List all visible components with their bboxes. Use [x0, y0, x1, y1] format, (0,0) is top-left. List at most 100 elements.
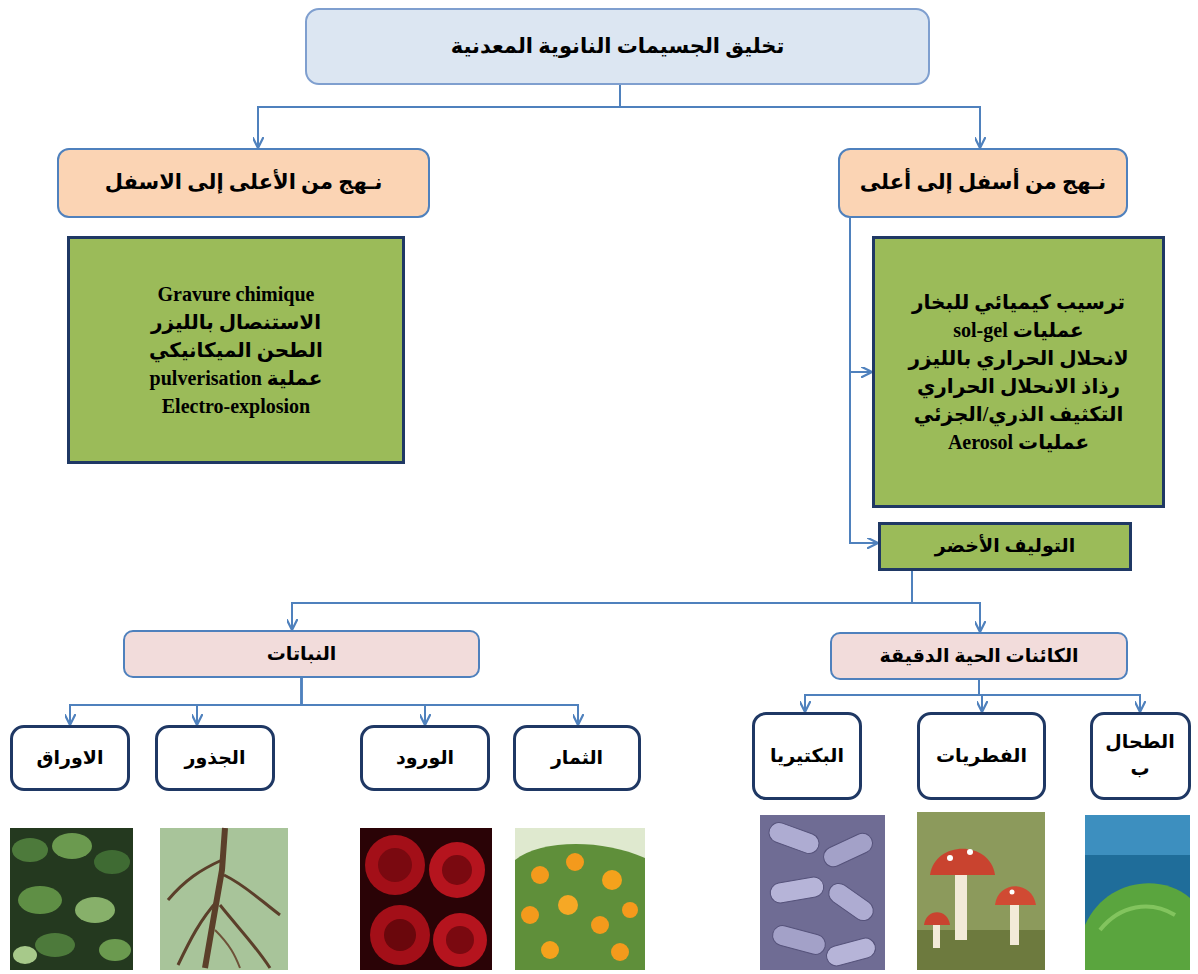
- node-label: عمليات Aerosol: [948, 428, 1089, 456]
- photo-ground: [760, 815, 885, 970]
- cap-spot: [947, 855, 953, 861]
- mushroom-cap: [924, 912, 950, 925]
- leaf: [75, 897, 115, 923]
- rose: [442, 855, 472, 885]
- node-label: الطحال ب: [1103, 729, 1178, 782]
- node-label: النباتات: [267, 641, 337, 668]
- algae-strand: [1100, 907, 1175, 930]
- node-label: تخليق الجسيمات النانوية المعدنية: [451, 32, 785, 61]
- root-box: تخليق الجسيمات النانوية المعدنية: [305, 8, 930, 85]
- connector-arrow: [292, 571, 912, 630]
- fruit-photo: [515, 828, 645, 970]
- node-label: الفطريات: [936, 743, 1027, 770]
- root: [178, 900, 218, 965]
- node-label: Gravure chimique: [158, 280, 315, 308]
- approach-box: نـهج من الأعلى إلى الاسفل: [57, 148, 430, 218]
- photo-ground: [917, 812, 1045, 970]
- node-label: نـهج من الأعلى إلى الاسفل: [105, 168, 383, 197]
- node-label: عمليات sol-gel: [953, 316, 1083, 344]
- connector-arrow: [302, 678, 426, 725]
- root: [220, 905, 270, 968]
- node-label: الاوراق: [37, 745, 104, 772]
- orange-fruit: [566, 853, 584, 871]
- leaf: [99, 939, 131, 961]
- node-label: الجذور: [184, 745, 245, 772]
- mushroom-stem: [1010, 900, 1019, 945]
- node-label: رذاذ الانحلال الحراري: [917, 372, 1120, 400]
- node-label: التوليف الأخضر: [935, 533, 1075, 560]
- rose: [384, 919, 416, 951]
- root: [168, 860, 222, 900]
- leaf: [94, 850, 130, 874]
- node-label: Electro-explosion: [162, 392, 311, 420]
- source-box: الفطريات: [917, 712, 1046, 800]
- mushroom-cap: [930, 849, 995, 875]
- approach-box: نـهج من أسفل إلى أعلى: [838, 148, 1128, 218]
- root: [224, 875, 280, 915]
- orange-fruit: [591, 916, 609, 934]
- connector-arrow: [197, 678, 302, 725]
- category-box: النباتات: [123, 630, 480, 678]
- source-box: الثمار: [513, 725, 641, 791]
- connector-arrow: [258, 85, 620, 148]
- rose: [378, 848, 412, 882]
- node-label: الكائنات الحية الدقيقة: [879, 643, 1078, 670]
- connector-arrow: [979, 680, 1140, 712]
- source-box: الطحال ب: [1090, 712, 1191, 800]
- roses-photo: [360, 828, 492, 970]
- node-label: البكتيريا: [770, 743, 844, 770]
- orange-fruit: [558, 895, 578, 915]
- bacterium: [820, 830, 876, 870]
- node-label: الطحن الميكانيكي: [149, 336, 323, 364]
- rose: [365, 835, 425, 895]
- source-box: الورود: [360, 725, 490, 791]
- rose: [370, 905, 430, 965]
- bacterium: [825, 879, 877, 924]
- method-list-box: ترسيب كيميائي للبخارعمليات sol-gelلانحلا…: [872, 236, 1165, 508]
- cap-spot: [1010, 890, 1015, 895]
- orange-fruit: [602, 870, 622, 890]
- node-label: الورود: [396, 745, 454, 772]
- leaf: [12, 838, 48, 862]
- node-label: عملية pulverisation: [150, 364, 323, 392]
- category-box: الكائنات الحية الدقيقة: [830, 632, 1128, 680]
- tree-foliage: [515, 844, 645, 970]
- photo-ground: [10, 828, 133, 970]
- source-box: الاوراق: [10, 725, 130, 791]
- leaf: [35, 933, 75, 957]
- rose: [433, 913, 487, 967]
- connector-arrow: [70, 678, 302, 725]
- orange-fruit: [521, 906, 539, 924]
- rose: [446, 926, 474, 954]
- node-label: التكثيف الذري/الجزئي: [914, 400, 1124, 428]
- bacterium: [824, 936, 877, 968]
- connector-arrow: [620, 85, 980, 148]
- node-label: ترسيب كيميائي للبخار: [912, 288, 1125, 316]
- bacteria-photo: [760, 815, 885, 970]
- source-box: البكتيريا: [752, 712, 862, 800]
- bacterium: [770, 923, 827, 956]
- leaf: [18, 886, 62, 914]
- orange-fruit: [541, 941, 559, 959]
- node-label: لانحلال الحراري بالليزر: [908, 344, 1128, 372]
- mushroom-stem: [955, 870, 967, 940]
- method-list-box: Gravure chimiqueالاستنصال بالليزرالطحن ا…: [67, 236, 405, 464]
- photo-ground: [160, 828, 288, 970]
- connector-arrow: [302, 678, 579, 725]
- root: [205, 828, 225, 968]
- leaves-photo: [10, 828, 133, 970]
- orange-fruit: [531, 866, 549, 884]
- orange-fruit: [611, 943, 629, 961]
- root: [215, 930, 240, 968]
- photo-ground: [1085, 815, 1190, 970]
- orange-fruit: [622, 902, 638, 918]
- algae-mound: [1085, 883, 1190, 970]
- connector-arrow: [850, 218, 872, 372]
- mushroom-cap: [995, 886, 1036, 905]
- photo-ground: [360, 828, 492, 970]
- node-label: الثمار: [551, 745, 603, 772]
- rose: [429, 842, 485, 898]
- algae-photo: [1085, 815, 1190, 970]
- node-label: الاستنصال بالليزر: [151, 308, 321, 336]
